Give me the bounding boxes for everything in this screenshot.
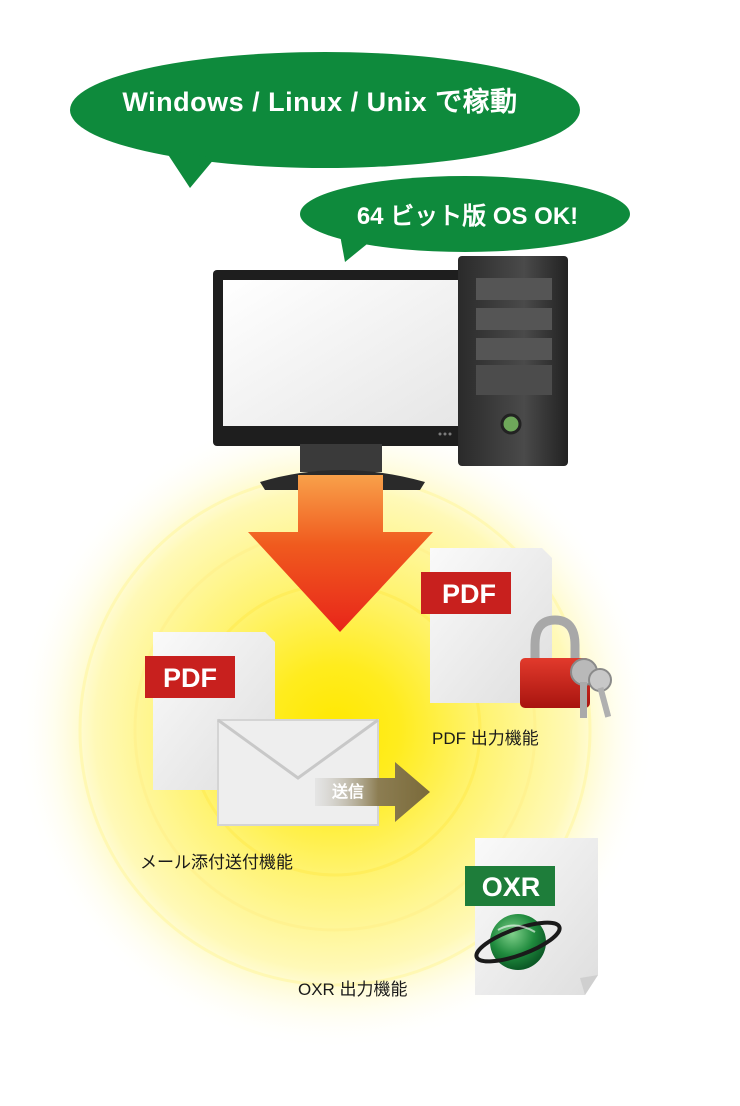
pdf-output-label: PDF 出力機能 [432,729,539,748]
globe-icon [474,914,562,970]
oxr-badge: OXR [481,872,541,902]
oxr-document-icon [465,838,598,995]
envelope-icon [217,718,379,826]
bit64-bubble-text: 64 ビット版 OS OK! [356,203,579,230]
mail-attach-label: メール添付送付機能 [140,853,293,872]
down-arrow-icon [248,475,433,632]
keys-icon [570,658,612,718]
pdf-badge-left: PDF [163,663,217,693]
platforms-bubble-text: Windows / Linux / Unix で稼動 [122,87,518,117]
oxr-output-label: OXR 出力機能 [298,980,408,999]
speech-bubble-64bit [300,176,630,262]
pc-tower-icon [458,256,568,466]
monitor-icon [213,270,471,490]
send-label: 送信 [331,784,364,801]
speech-bubble-platforms [70,52,580,188]
send-arrow-icon [315,762,430,822]
pdf-badge-top: PDF [442,579,496,609]
